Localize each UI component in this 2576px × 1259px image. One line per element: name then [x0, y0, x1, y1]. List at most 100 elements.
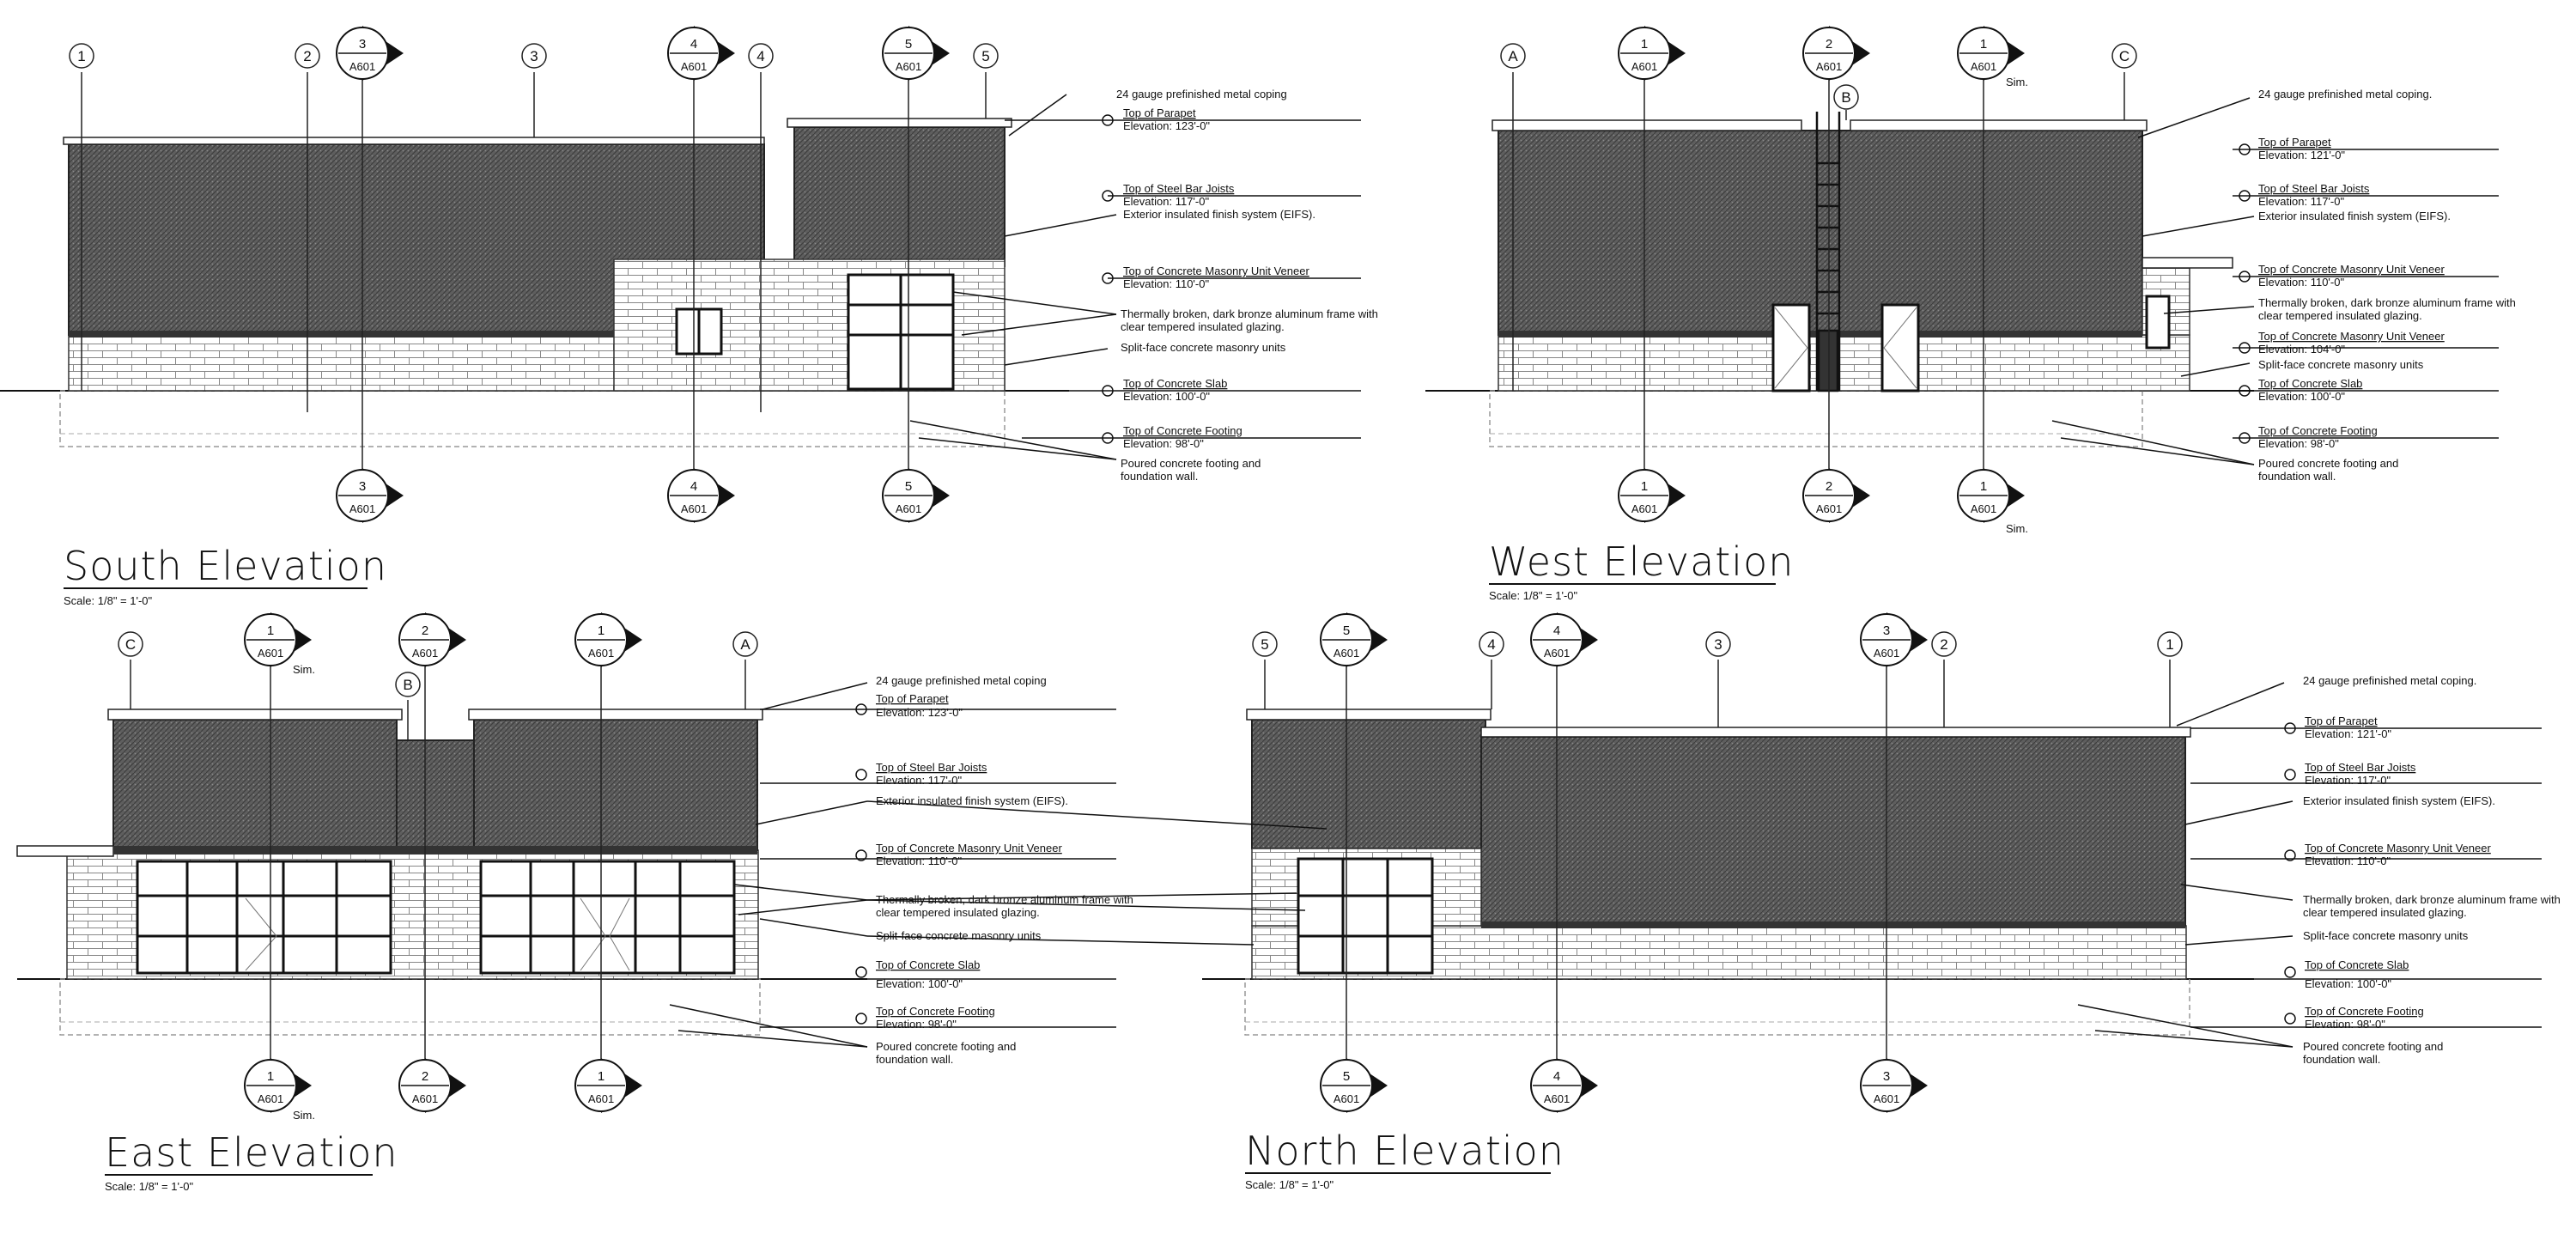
- footing-outline: [1244, 978, 2190, 1036]
- metal-coping: [1492, 119, 1802, 131]
- north-elevation: 5 4 3 2 1 5 A601 4 A601 3 A601 5 A601: [866, 612, 2561, 1191]
- level-target-icons: [855, 703, 867, 1025]
- section-num: 1: [598, 1069, 605, 1084]
- note-glazing: clear tempered insulated glazing.: [876, 906, 1040, 919]
- section-sheet: A601: [1874, 647, 1899, 660]
- section-sheet: A601: [258, 647, 283, 660]
- note-frame: Thermally broken, dark bronze aluminum f…: [2303, 893, 2561, 906]
- section-num: 5: [905, 37, 912, 52]
- section-num: 4: [690, 37, 697, 52]
- metal-coping: [468, 709, 763, 721]
- section-marker-top: [1860, 612, 1928, 667]
- section-marker-top: [398, 612, 466, 667]
- section-sheet: A601: [1334, 647, 1359, 660]
- note-footing: Poured concrete footing and: [1121, 457, 1261, 470]
- level-elevation: Elevation: 123'-0": [1123, 119, 1210, 132]
- south-elevation: 1 2 3 4 5 3 A601 4 A601 5 A601 3 A601: [0, 26, 1378, 607]
- grid-lines: [130, 660, 746, 1069]
- level-elevation: Elevation: 100'-0": [2258, 390, 2345, 403]
- level-elevation: Elevation: 98'-0": [2258, 437, 2339, 450]
- section-marker-top: [244, 612, 312, 667]
- level-name: Top of Concrete Masonry Unit Veneer: [2258, 263, 2445, 276]
- level-elevation: Elevation: 117'-0": [1123, 195, 1209, 208]
- section-marker-top: [336, 26, 404, 81]
- section-num: 5: [1343, 1069, 1350, 1084]
- similar-note: Sim.: [293, 1109, 315, 1122]
- section-marker-top: [1802, 26, 1870, 81]
- storefront-window: [847, 273, 955, 391]
- grid-label-b: B: [1841, 89, 1850, 106]
- grid-bubbles: [1252, 631, 2183, 657]
- level-target-icons: [1102, 114, 1114, 444]
- section-num: 5: [1343, 623, 1350, 638]
- level-name: Top of Concrete Slab: [2305, 958, 2409, 971]
- eifs-band: [113, 846, 757, 855]
- door: [1771, 295, 2171, 392]
- grid-label-5: 5: [981, 48, 989, 64]
- east-elevation: C B A 1 A601 Sim. 2 A601 1 A601 1 A601 S…: [16, 612, 1133, 1193]
- section-num: 1: [1980, 479, 1987, 494]
- note-coping: 24 gauge prefinished metal coping: [876, 674, 1047, 687]
- level-elevation: Elevation: 98'-0": [876, 1018, 957, 1031]
- level-name: Top of Parapet: [876, 692, 949, 705]
- note-frame: Thermally broken, dark bronze aluminum f…: [1121, 307, 1378, 320]
- metal-coping: [1850, 119, 2148, 131]
- footing-outline: [1489, 390, 2143, 447]
- section-num: 1: [1641, 37, 1648, 52]
- eifs-wall: [396, 739, 475, 851]
- level-elevation: Elevation: 117'-0": [2258, 195, 2344, 208]
- section-marker-bottom: [336, 468, 404, 523]
- level-name: Top of Concrete Footing: [2305, 1005, 2424, 1018]
- footing-outline: [59, 390, 1005, 447]
- section-num: 4: [690, 479, 697, 494]
- west-elevation: A C B 1 A601 2 A601 1 A601 Sim. 1 A601: [1425, 26, 2516, 602]
- level-name: Top of Concrete Slab: [876, 958, 980, 971]
- note-coping: 24 gauge prefinished metal coping: [1116, 88, 1287, 100]
- grid-label-3: 3: [530, 48, 538, 64]
- metal-coping: [1480, 727, 2191, 738]
- section-sheet: A601: [681, 60, 707, 73]
- eifs-band: [1481, 921, 2185, 928]
- roof-ladder: [1815, 112, 1841, 392]
- eifs-wall: [1498, 130, 2143, 336]
- section-marker-top: [574, 612, 642, 667]
- section-sheet: A601: [1544, 647, 1570, 660]
- section-marker-bottom: [398, 1058, 466, 1113]
- small-window: [675, 307, 723, 356]
- level-name: Top of Steel Bar Joists: [1123, 182, 1235, 195]
- door-swing: [245, 897, 630, 971]
- leader-lines: [2051, 97, 2255, 465]
- section-marker-bottom: [882, 468, 950, 523]
- level-name: Top of Concrete Slab: [1123, 377, 1227, 390]
- level-name: Top of Parapet: [1123, 106, 1196, 119]
- elevation-title: North Elevation: [1245, 1128, 1564, 1174]
- level-elevation: Elevation: 121'-0": [2305, 727, 2391, 740]
- section-num: 5: [905, 479, 912, 494]
- section-sheet: A601: [1544, 1092, 1570, 1105]
- eifs-wall: [112, 719, 398, 851]
- storefront-window: [479, 860, 736, 975]
- section-marker-bottom: [1530, 1058, 1598, 1113]
- section-marker-top: [1618, 26, 1686, 81]
- metal-coping: [107, 709, 403, 721]
- level-name: Top of Concrete Masonry Unit Veneer: [2305, 842, 2491, 855]
- section-num: 1: [267, 623, 274, 638]
- eifs-wall-raised: [793, 126, 1005, 267]
- level-name: Top of Concrete Masonry Unit Veneer: [1123, 265, 1309, 277]
- section-sheet: A601: [681, 502, 707, 515]
- level-name: Top of Concrete Slab: [2258, 377, 2362, 390]
- section-num: 3: [359, 37, 366, 52]
- canopy: [16, 845, 114, 857]
- grid-label-2: 2: [1940, 636, 1947, 653]
- section-marker-bottom: [1957, 468, 2025, 523]
- level-name: Top of Parapet: [2305, 715, 2378, 727]
- level-elevation: Elevation: 110'-0": [2258, 276, 2344, 289]
- note-coping: 24 gauge prefinished metal coping.: [2258, 88, 2432, 100]
- grid-label-5: 5: [1261, 636, 1268, 653]
- section-num: 4: [1553, 623, 1560, 638]
- section-num: 1: [267, 1069, 274, 1084]
- similar-note: Sim.: [2006, 522, 2028, 535]
- level-name: Top of Steel Bar Joists: [2305, 761, 2416, 774]
- section-num: 3: [1883, 623, 1890, 638]
- level-elevation: Elevation: 110'-0": [1123, 277, 1209, 290]
